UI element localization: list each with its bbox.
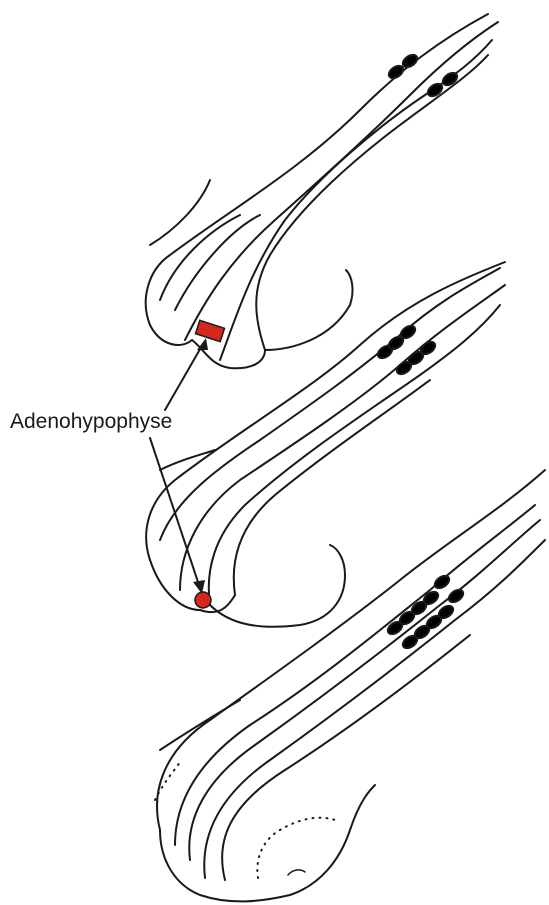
stage-top-embryo bbox=[146, 14, 498, 368]
arrow-to-top-marker bbox=[165, 344, 203, 410]
stage-bottom-embryo bbox=[155, 470, 545, 901]
arrowhead-top bbox=[197, 338, 208, 350]
adenohypophyse-label: Adenohypophyse bbox=[10, 410, 172, 434]
arrow-to-middle-marker bbox=[150, 438, 200, 588]
adenohypophyse-marker-middle bbox=[195, 592, 211, 608]
adenohypophyse-marker-top bbox=[195, 320, 224, 341]
